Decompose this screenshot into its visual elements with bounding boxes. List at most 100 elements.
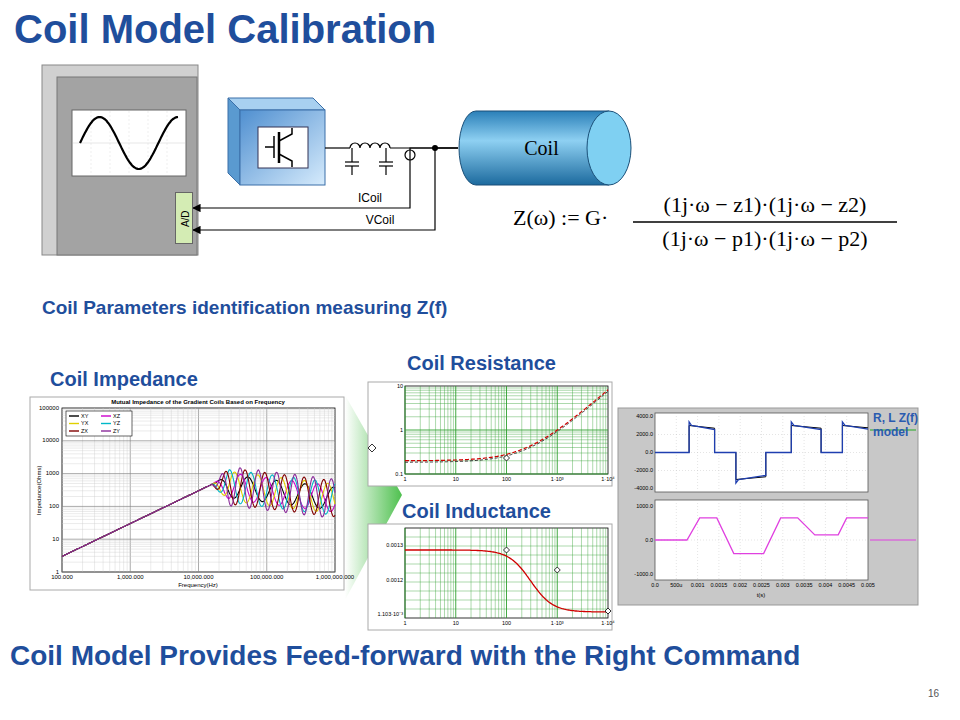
grid-line xyxy=(62,539,335,540)
grid-line xyxy=(804,500,805,580)
axis-label: Frequency(Hz) xyxy=(178,582,218,589)
signal-name: VCoil xyxy=(366,214,395,228)
generator-panel xyxy=(57,77,197,255)
grid-line xyxy=(171,408,172,572)
grid-line xyxy=(804,413,805,492)
tick-label: 100,000.000 xyxy=(250,574,283,581)
tick-label: 1·10⁴ xyxy=(601,620,614,626)
voltage-plot xyxy=(655,413,868,492)
impedance-curve xyxy=(62,474,335,556)
page-number: 16 xyxy=(928,688,939,700)
tick-label: 0.002 xyxy=(733,582,747,588)
tick-label: 1,000,000.000 xyxy=(316,574,354,581)
grid-line xyxy=(405,395,608,396)
grid-line xyxy=(62,516,335,517)
grid-line xyxy=(405,600,608,601)
inductance-plot xyxy=(405,528,608,618)
grid-line xyxy=(825,500,826,580)
grid-line xyxy=(183,408,184,572)
tick-label: 0.0013 xyxy=(386,542,403,548)
impedance-curve xyxy=(62,472,335,556)
legend-text: ZX xyxy=(81,428,88,434)
resistance-curve xyxy=(405,390,608,461)
tick-label: 100000 xyxy=(39,405,59,412)
axis-label: Impedance(Ohms) xyxy=(37,465,44,515)
legend-text: YZ xyxy=(113,420,120,426)
tick-label: -2000.0 xyxy=(634,467,653,473)
amplifier-top xyxy=(228,98,325,110)
coil-end xyxy=(587,111,631,185)
grid-line xyxy=(405,443,608,444)
legend-text: XZ xyxy=(113,413,120,419)
tick-label: 0.0025 xyxy=(753,582,770,588)
impedance-curve xyxy=(62,470,335,556)
grid-line xyxy=(405,430,608,431)
tick-label: 2000.0 xyxy=(636,431,653,437)
grid-line xyxy=(246,408,247,572)
tick-label: 100 xyxy=(49,503,59,510)
inductance-chart xyxy=(368,524,612,630)
legend-text: XY xyxy=(81,413,88,419)
grid-line xyxy=(62,463,335,464)
tick-label: 0.1 xyxy=(395,471,403,477)
grid-line xyxy=(62,473,335,474)
legend-sample xyxy=(101,415,111,416)
grid-line xyxy=(405,546,608,547)
tick-label: 1·10³ xyxy=(551,476,564,482)
grid-line xyxy=(405,439,608,440)
grid-line xyxy=(405,591,608,592)
grid-line xyxy=(314,408,315,572)
legend-box xyxy=(66,411,132,436)
tick-label: 10 xyxy=(397,383,403,389)
grid-line xyxy=(62,509,335,510)
current-command xyxy=(655,518,868,554)
grid-line xyxy=(405,537,608,538)
grid-line xyxy=(191,408,192,572)
tick-label: 0.0 xyxy=(645,449,653,455)
tick-label: 0.004 xyxy=(819,582,833,588)
tick-label: 0.003 xyxy=(776,582,790,588)
amplifier-side xyxy=(228,98,240,185)
tick-label: 10 xyxy=(453,620,459,626)
legend-sample xyxy=(69,423,79,424)
resistance-curve xyxy=(368,390,608,462)
grid-line xyxy=(62,529,335,530)
formula: (1j·ω − z1)·(1j·ω − z2) xyxy=(664,192,867,217)
grid-line xyxy=(405,434,608,435)
legend-sample xyxy=(101,423,111,424)
formula: Z(ω) := G· xyxy=(513,205,608,230)
tick-label: 1,000.000 xyxy=(117,574,144,581)
grid-line xyxy=(187,408,188,572)
marker xyxy=(554,567,560,573)
tick-label: 0.0 xyxy=(645,537,653,543)
resistance-plot xyxy=(405,386,608,474)
signal-wire xyxy=(193,148,458,230)
grid-line xyxy=(62,457,335,458)
tick-label: 0.0015 xyxy=(710,582,727,588)
grid-line xyxy=(62,440,335,441)
tick-label: 0.001 xyxy=(691,582,705,588)
grid-line xyxy=(62,523,335,524)
grid xyxy=(62,408,335,572)
grid-line xyxy=(62,552,335,553)
generator-frame xyxy=(42,65,198,255)
formula: (1j·ω − p1)·(1j·ω − p2) xyxy=(662,226,867,251)
grid-line xyxy=(62,542,335,543)
grid-line xyxy=(62,448,335,449)
sine-wave xyxy=(80,117,178,169)
grid-line xyxy=(62,519,335,520)
chart-heading: Coil Inductance xyxy=(402,500,551,523)
grid-line xyxy=(62,408,63,572)
time-chart xyxy=(618,408,918,605)
igbt-symbol xyxy=(265,128,292,167)
tick-label: 0.0035 xyxy=(796,582,813,588)
marker xyxy=(504,547,510,553)
coil-cylinder: Coil xyxy=(458,110,632,186)
grid-line xyxy=(405,453,608,454)
grid-line xyxy=(62,480,335,481)
grid-line xyxy=(62,556,335,557)
tick-label: 100 xyxy=(502,620,511,626)
igbt-frame xyxy=(258,127,308,168)
tick-label: 1 xyxy=(400,427,403,433)
impedance-chart xyxy=(30,397,344,590)
